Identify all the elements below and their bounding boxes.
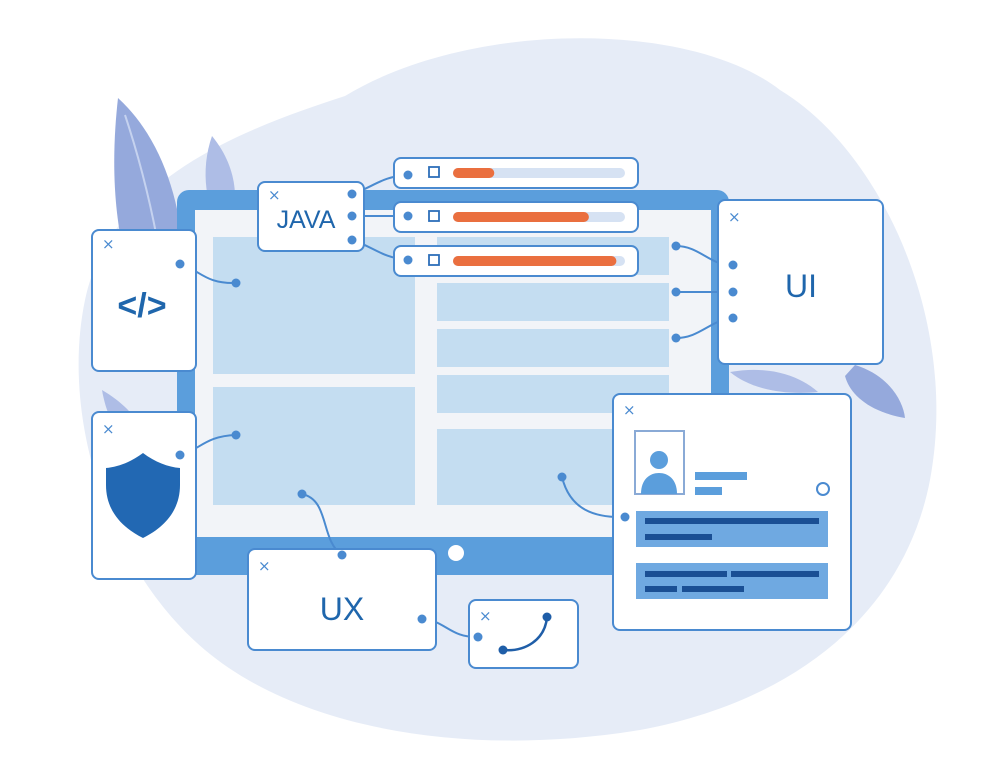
progress-card-1 bbox=[393, 157, 639, 189]
close-icon: × bbox=[258, 557, 271, 575]
text-block bbox=[636, 511, 828, 547]
screen-panel bbox=[213, 387, 415, 505]
checkbox-icon bbox=[428, 210, 440, 222]
java-label: JAVA bbox=[277, 206, 336, 234]
bezier-curve-icon bbox=[502, 616, 549, 652]
radio-icon bbox=[816, 482, 830, 496]
progress-fill bbox=[453, 256, 617, 266]
ux-label: UX bbox=[320, 591, 364, 627]
close-icon: × bbox=[102, 235, 115, 253]
user-avatar-icon bbox=[641, 451, 677, 494]
checkbox-icon bbox=[428, 254, 440, 266]
close-icon: × bbox=[479, 607, 492, 625]
text-block bbox=[636, 563, 828, 599]
text-line bbox=[731, 571, 819, 577]
ui-card: × UI bbox=[717, 199, 884, 365]
ui-label: UI bbox=[785, 268, 817, 304]
text-line bbox=[645, 571, 727, 577]
progress-card-2 bbox=[393, 201, 639, 233]
security-card: × bbox=[91, 411, 197, 580]
text-line bbox=[645, 518, 819, 524]
code-icon: </> bbox=[117, 287, 166, 325]
name-line bbox=[695, 472, 747, 480]
profile-card: × bbox=[612, 393, 852, 631]
curve-card: × bbox=[468, 599, 579, 669]
subtitle-line bbox=[695, 487, 722, 495]
power-button bbox=[448, 545, 464, 561]
text-line bbox=[682, 586, 744, 592]
screen-panel bbox=[437, 329, 669, 367]
close-icon: × bbox=[728, 208, 741, 226]
checkbox-icon bbox=[428, 166, 440, 178]
progress-card-3 bbox=[393, 245, 639, 277]
text-line bbox=[645, 586, 677, 592]
close-icon: × bbox=[268, 186, 281, 204]
java-card: × JAVA bbox=[257, 181, 365, 252]
progress-fill bbox=[453, 212, 589, 222]
progress-track bbox=[453, 168, 625, 178]
screen-panel bbox=[213, 237, 415, 374]
close-icon: × bbox=[623, 401, 636, 419]
progress-fill bbox=[453, 168, 495, 178]
shield-icon bbox=[106, 453, 180, 538]
ux-card: × UX bbox=[247, 548, 437, 651]
text-line bbox=[645, 534, 712, 540]
code-card: × </> bbox=[91, 229, 197, 372]
screen-panel bbox=[437, 283, 669, 321]
close-icon: × bbox=[102, 420, 115, 438]
leaf-right-decoration bbox=[730, 365, 905, 418]
